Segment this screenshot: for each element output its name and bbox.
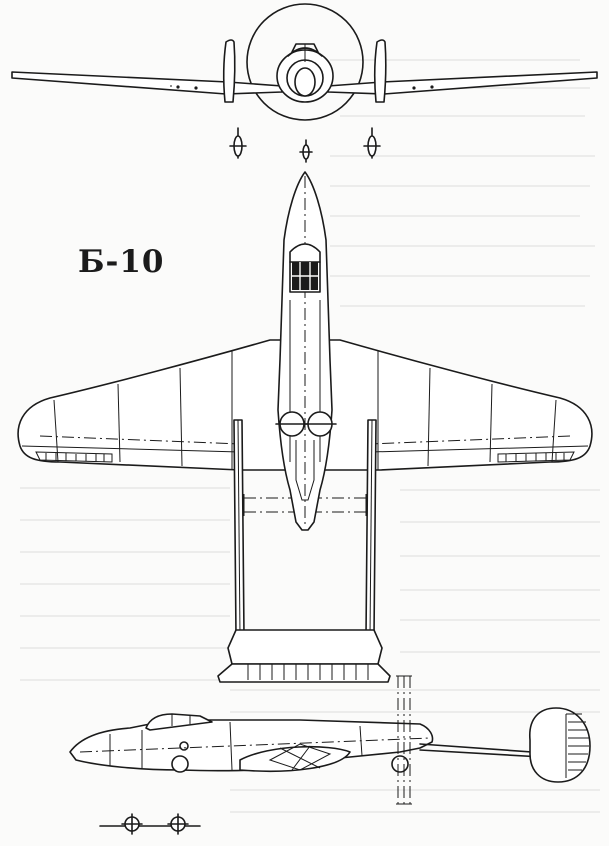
front-view [11,3,598,163]
top-view-wheels [275,411,337,437]
top-view-elevator-hatching [247,664,369,680]
front-view-wing-left [11,71,283,95]
side-view [69,675,591,835]
side-view-engine-nacelle [239,746,351,772]
front-view-fin-right [373,39,387,103]
side-view-propeller-lines [396,675,412,805]
side-view-vertical-tail [529,707,591,783]
propeller-disc [246,3,364,121]
side-view-rudder-hatching [565,713,589,778]
top-view-horizontal-tail [227,629,383,665]
aircraft-designation-label: Б-10 [78,244,165,280]
top-view-tail-booms [233,419,377,637]
page-show-through [20,59,600,813]
front-view-wing-right [327,71,598,95]
front-view-fin-left [222,39,236,103]
front-view-landing-gear [229,127,381,163]
top-view [17,171,593,683]
side-view-canopy [145,713,213,731]
top-view-elevator [217,663,391,683]
side-view-wheel-rear [391,755,409,773]
top-view-canopy [289,243,321,293]
top-view-ailerons [35,451,575,463]
side-view-wheel-front [171,755,189,773]
